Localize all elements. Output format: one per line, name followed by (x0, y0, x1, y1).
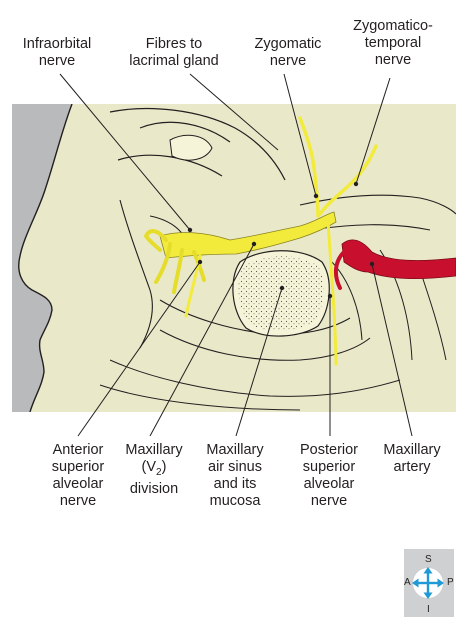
compass-superior-label: S (425, 554, 432, 565)
compass-vertical-shaft (427, 571, 429, 595)
leader-dot-infraorbital (188, 228, 192, 232)
leader-dot-maxillary-division (252, 242, 256, 246)
compass-anterior-label: A (404, 577, 411, 588)
leader-dot-zygomaticotemporal (354, 182, 358, 186)
leader-dot-anterior-superior-alveolar (198, 260, 202, 264)
leader-dot-zygomatic (314, 194, 318, 198)
leader-dot-maxillary-sinus (280, 286, 284, 290)
compass-posterior-label: P (447, 577, 454, 588)
orientation-compass: S A P I (404, 549, 454, 617)
leader-dot-posterior-superior-alveolar (328, 294, 332, 298)
maxillary-sinus-mucosa (238, 256, 323, 330)
compass-inferior-label: I (427, 604, 430, 615)
leader-dot-maxillary-artery (370, 262, 374, 266)
